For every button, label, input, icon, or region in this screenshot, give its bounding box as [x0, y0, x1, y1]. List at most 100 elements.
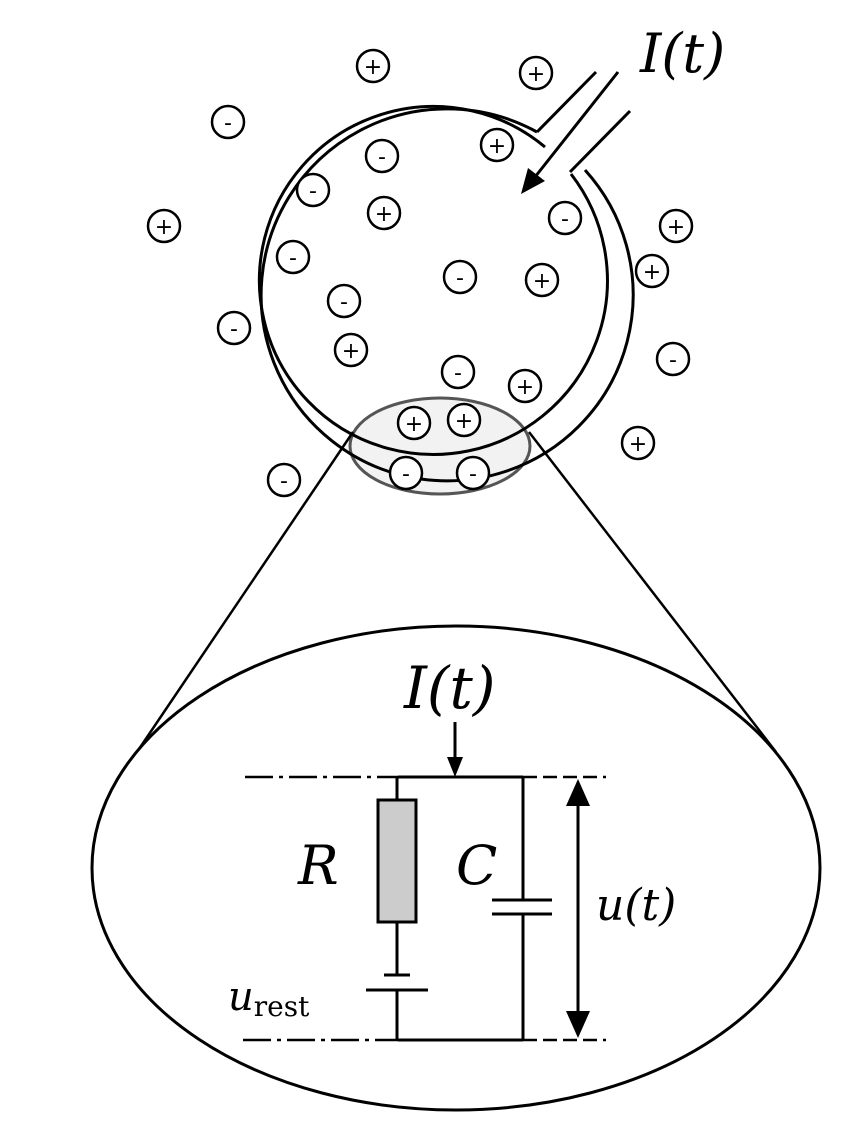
positive-ion-sign: +	[455, 409, 473, 434]
negative-ion: -	[326, 283, 362, 319]
positive-ion: +	[479, 127, 515, 163]
capacitor-label: C	[456, 834, 497, 897]
negative-ion: -	[295, 172, 331, 208]
positive-ion-sign: +	[629, 432, 647, 457]
positive-ion-sign: +	[405, 412, 423, 437]
current-arrowhead-circuit	[447, 757, 463, 777]
positive-ion: +	[146, 208, 182, 244]
positive-ion: +	[396, 405, 432, 441]
current-label-circuit: I(t)	[403, 654, 495, 722]
negative-ion: -	[455, 455, 491, 491]
negative-ion-sign: -	[309, 179, 317, 204]
positive-ion: +	[366, 195, 402, 231]
negative-ion-sign: -	[454, 361, 462, 386]
negative-ion: -	[388, 455, 424, 491]
negative-ion-sign: -	[456, 266, 464, 291]
ion-circle	[275, 239, 311, 275]
ion-circle	[388, 455, 424, 491]
ion-group: ++-+--+-++-+-+--+--++++---	[146, 48, 694, 498]
rest-voltage-subscript: rest	[254, 990, 310, 1023]
positive-ion-sign: +	[533, 269, 551, 294]
positive-ion-sign: +	[516, 375, 534, 400]
negative-ion: -	[364, 138, 400, 174]
ion-circle	[658, 208, 694, 244]
positive-ion: +	[620, 425, 656, 461]
negative-ion: -	[547, 200, 583, 236]
voltage-arrowhead-top	[566, 779, 590, 806]
negative-ion-sign: -	[561, 207, 569, 232]
positive-ion-sign: +	[643, 260, 661, 285]
voltage-arrowhead-bottom	[566, 1011, 590, 1038]
negative-ion-sign: -	[280, 469, 288, 494]
negative-ion-sign: -	[378, 145, 386, 170]
ion-circle	[326, 283, 362, 319]
magnified-view	[90, 624, 822, 1112]
negative-ion-sign: -	[289, 246, 297, 271]
ion-circle	[547, 200, 583, 236]
ion-circle	[266, 462, 302, 498]
negative-ion-sign: -	[469, 462, 477, 487]
resistor	[376, 798, 418, 924]
ion-circle	[518, 55, 554, 91]
positive-ion: +	[333, 332, 369, 368]
ion-circle	[210, 104, 246, 140]
ion-circle	[442, 259, 478, 295]
negative-ion: -	[442, 259, 478, 295]
current-arrow-top	[533, 71, 620, 178]
resistor-label: R	[297, 834, 339, 897]
negative-ion: -	[440, 354, 476, 390]
membrane-outer	[259, 107, 635, 483]
electrode-left	[535, 70, 598, 134]
ion-circle	[507, 368, 543, 404]
positive-ion-sign: +	[527, 62, 545, 87]
ion-circle	[655, 341, 691, 377]
zoom-line-left	[135, 431, 355, 753]
ion-circle	[396, 405, 432, 441]
current-label-top: I(t)	[639, 22, 725, 85]
rest-voltage-main: u	[228, 974, 254, 1020]
negative-ion-sign: -	[402, 462, 410, 487]
negative-ion: -	[655, 341, 691, 377]
positive-ion-sign: +	[667, 215, 685, 240]
positive-ion: +	[446, 402, 482, 438]
ion-circle	[216, 310, 252, 346]
rest-voltage-label: urest	[228, 974, 310, 1023]
voltage-label: u(t)	[596, 880, 676, 931]
positive-ion: +	[355, 48, 391, 84]
ion-circle	[634, 253, 670, 289]
positive-ion-sign: +	[488, 134, 506, 159]
ion-circle	[364, 138, 400, 174]
positive-ion: +	[524, 262, 560, 298]
ion-circle	[479, 127, 515, 163]
ion-circle	[620, 425, 656, 461]
current-arrowhead-top	[521, 168, 545, 194]
positive-ion: +	[518, 55, 554, 91]
negative-ion-sign: -	[224, 111, 232, 136]
positive-ion-sign: +	[364, 55, 382, 80]
zoom-line-right	[528, 431, 777, 753]
ion-circle	[446, 402, 482, 438]
ion-circle	[333, 332, 369, 368]
positive-ion: +	[658, 208, 694, 244]
ion-circle	[455, 455, 491, 491]
ion-circle	[295, 172, 331, 208]
negative-ion: -	[266, 462, 302, 498]
positive-ion-sign: +	[155, 215, 173, 240]
positive-ion-sign: +	[375, 202, 393, 227]
ion-circle	[355, 48, 391, 84]
negative-ion: -	[210, 104, 246, 140]
ion-circle	[524, 262, 560, 298]
ion-circle	[366, 195, 402, 231]
negative-ion-sign: -	[230, 317, 238, 342]
electrode-right	[568, 109, 632, 174]
negative-ion: -	[216, 310, 252, 346]
negative-ion-sign: -	[340, 290, 348, 315]
negative-ion: -	[275, 239, 311, 275]
ion-circle	[440, 354, 476, 390]
positive-ion-sign: +	[342, 339, 360, 364]
positive-ion: +	[634, 253, 670, 289]
negative-ion-sign: -	[669, 348, 677, 373]
positive-ion: +	[507, 368, 543, 404]
